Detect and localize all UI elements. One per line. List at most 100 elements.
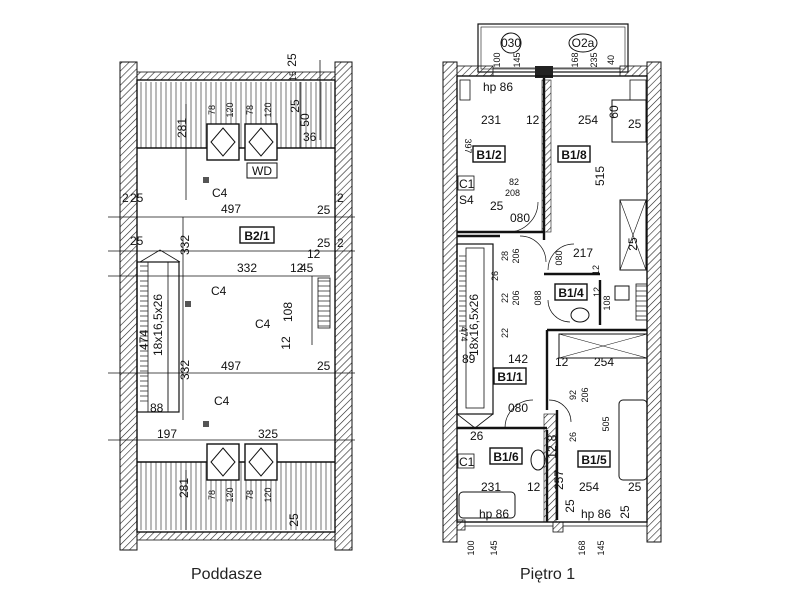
dim-281: 281 bbox=[175, 118, 189, 138]
dim-26: 26 bbox=[470, 429, 484, 443]
dim-78: 78 bbox=[207, 105, 217, 115]
dim-89: 89 bbox=[462, 352, 476, 366]
plan-pietro-1: 030 O2a bbox=[442, 23, 662, 556]
label-030: 030 bbox=[501, 36, 521, 50]
dim-15: 15 bbox=[288, 71, 298, 81]
dim-12: 12 bbox=[526, 113, 540, 127]
room-tag-b1-6: B1/6 bbox=[489, 447, 523, 465]
dim-top: 40 bbox=[606, 55, 616, 65]
top-wall bbox=[136, 71, 336, 81]
c1-label: C1 bbox=[459, 177, 475, 191]
c4-label: C4 bbox=[255, 317, 271, 331]
toilet-icon bbox=[530, 449, 546, 471]
skylight-icon bbox=[206, 123, 278, 161]
left-wall bbox=[442, 61, 458, 543]
dim-22: 22 bbox=[500, 293, 510, 303]
s4-label: S4 bbox=[459, 193, 474, 207]
dim-25: 25 bbox=[626, 237, 640, 251]
dim-78: 78 bbox=[245, 105, 255, 115]
dim-12: 12 bbox=[592, 287, 602, 297]
dim-top: 235 bbox=[589, 52, 599, 67]
skylight-icon bbox=[206, 443, 278, 481]
dim-25: 25 bbox=[490, 199, 504, 213]
dim-217: 217 bbox=[573, 246, 593, 260]
dim-254: 254 bbox=[579, 480, 599, 494]
bathtub-icon bbox=[618, 399, 648, 481]
dim-bottom: 100 bbox=[466, 540, 476, 555]
dim-206: 206 bbox=[511, 290, 521, 305]
svg-text:B1/1: B1/1 bbox=[497, 370, 523, 384]
dim-26: 26 bbox=[568, 432, 578, 442]
dim-88: 88 bbox=[150, 401, 164, 415]
dim-8: 8 bbox=[545, 434, 559, 441]
dim-080: 080 bbox=[554, 250, 564, 265]
dim-2: 2 bbox=[122, 191, 129, 205]
hp-label: hp 86 bbox=[479, 507, 509, 521]
dim-120: 120 bbox=[263, 102, 273, 117]
c4-label: C4 bbox=[214, 394, 230, 408]
svg-text:B1/5: B1/5 bbox=[581, 453, 607, 467]
room-tag-b1-5: B1/5 bbox=[577, 450, 611, 468]
room-tag-b2-1: B2/1 bbox=[244, 229, 270, 243]
room-tag-b1-2: B1/2 bbox=[472, 145, 506, 163]
dim-206: 206 bbox=[511, 248, 521, 263]
hp-label: hp 86 bbox=[581, 507, 611, 521]
dim-78: 78 bbox=[245, 490, 255, 500]
dim-78: 78 bbox=[207, 490, 217, 500]
dim-080: 080 bbox=[508, 401, 528, 415]
dim-25: 25 bbox=[287, 513, 301, 527]
caption-poddasze: Poddasze bbox=[191, 566, 263, 583]
dim-12: 12 bbox=[555, 355, 569, 369]
dim-397: 397 bbox=[463, 138, 473, 153]
dim-82: 82 bbox=[509, 177, 519, 187]
dim-25: 25 bbox=[618, 505, 632, 519]
dim-bottom: 145 bbox=[596, 540, 606, 555]
dim-474: 474 bbox=[137, 330, 151, 350]
dim-497: 497 bbox=[221, 359, 241, 373]
stair-label: 18x16,5x26 bbox=[467, 294, 481, 356]
dim-2: 2 bbox=[337, 191, 344, 205]
dim-108: 108 bbox=[281, 302, 295, 322]
dim-325: 325 bbox=[258, 427, 278, 441]
dim-088: 088 bbox=[533, 290, 543, 305]
dim-231: 231 bbox=[481, 113, 501, 127]
dim-281: 281 bbox=[177, 478, 191, 498]
dim-26: 26 bbox=[490, 271, 500, 281]
sink-icon bbox=[570, 307, 590, 323]
dim-120: 120 bbox=[225, 487, 235, 502]
dim-12: 12 bbox=[279, 336, 293, 350]
dim-108: 108 bbox=[602, 295, 612, 310]
dim-50: 50 bbox=[298, 113, 312, 127]
dim-25: 25 bbox=[130, 191, 144, 205]
svg-text:B1/6: B1/6 bbox=[493, 450, 519, 464]
dim-bottom: 168 bbox=[577, 540, 587, 555]
dim-22: 22 bbox=[500, 328, 510, 338]
right-wall bbox=[646, 61, 662, 543]
dim-25: 25 bbox=[285, 53, 299, 67]
dim-28: 28 bbox=[500, 251, 510, 261]
room-tag-b1-1: B1/1 bbox=[493, 367, 527, 385]
dim-12: 12 bbox=[545, 445, 559, 459]
dim-top: 145 bbox=[512, 52, 522, 67]
svg-text:B1/4: B1/4 bbox=[558, 286, 584, 300]
dim-208: 208 bbox=[505, 188, 520, 198]
dim-25: 25 bbox=[628, 480, 642, 494]
dim-142: 142 bbox=[508, 352, 528, 366]
dim-45: 45 bbox=[300, 261, 314, 275]
dim-120: 120 bbox=[263, 487, 273, 502]
dim-12: 12 bbox=[307, 247, 321, 261]
dim-2: 2 bbox=[337, 236, 344, 250]
dim-12: 12 bbox=[591, 265, 601, 275]
room-tag-b1-4: B1/4 bbox=[554, 283, 588, 301]
dim-top: 100 bbox=[492, 52, 502, 67]
dim-505: 505 bbox=[601, 416, 611, 431]
dim-332: 332 bbox=[178, 360, 192, 380]
right-wall bbox=[334, 61, 353, 551]
dim-497: 497 bbox=[221, 202, 241, 216]
dim-257: 257 bbox=[552, 470, 566, 490]
wd-label: WD bbox=[252, 164, 272, 178]
dim-231: 231 bbox=[481, 480, 501, 494]
dim-197: 197 bbox=[157, 427, 177, 441]
stair-label: 18x16,5x26 bbox=[151, 294, 165, 356]
